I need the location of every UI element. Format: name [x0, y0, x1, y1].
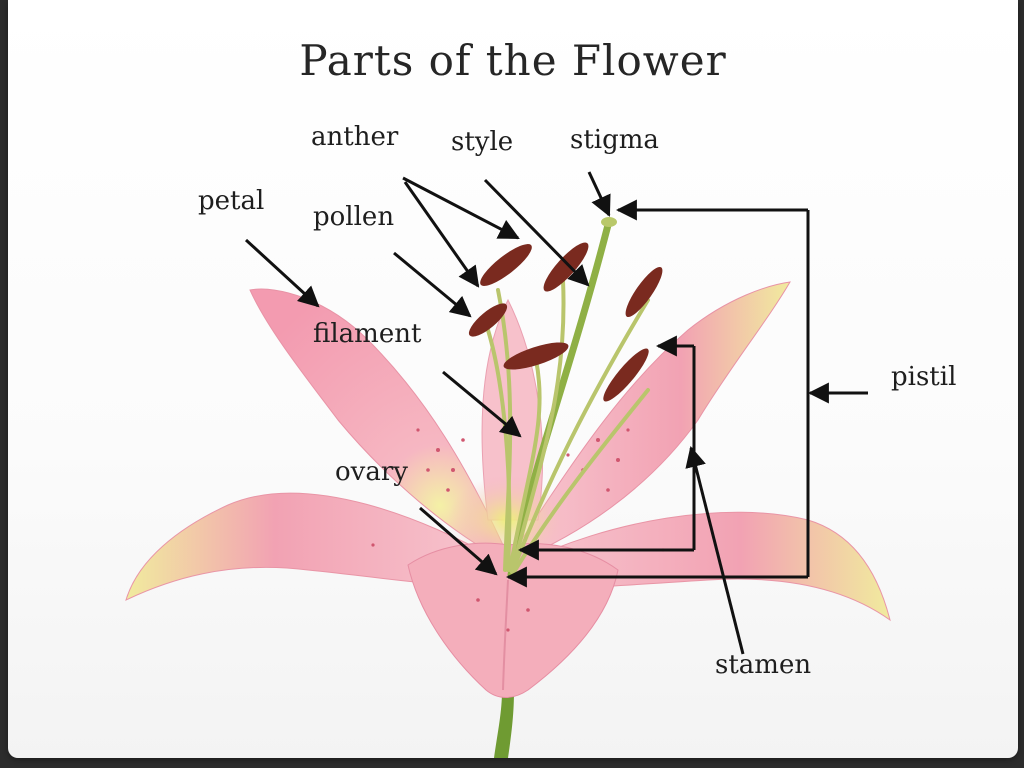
petal-right-upper [517, 281, 791, 561]
petal-right-lower [517, 511, 891, 622]
label-style: style [451, 127, 514, 157]
label-filament: filament [313, 319, 422, 349]
pistil-bracket [505, 199, 868, 588]
petal-left-upper [249, 288, 504, 561]
arrow-stigma [587, 171, 611, 217]
petal-front [407, 542, 619, 698]
arrow-ovary [419, 506, 498, 576]
petal-left-lower [125, 492, 499, 601]
label-ovary: ovary [335, 457, 408, 487]
slide-title: Parts of the Flower [299, 36, 727, 85]
arrow-stamen [685, 445, 745, 655]
label-stigma: stigma [570, 125, 659, 155]
arrow-anther-2 [403, 181, 480, 288]
label-pollen: pollen [313, 202, 395, 232]
arrow-anther-1 [402, 176, 520, 240]
anthers [468, 242, 663, 402]
arrow-style [483, 178, 590, 287]
stem [494, 690, 514, 758]
label-petal: petal [198, 186, 265, 216]
arrow-filament [442, 370, 522, 438]
arrow-petal [244, 238, 320, 308]
stigma [601, 217, 617, 227]
petal-spots [371, 428, 665, 632]
stamen-bracket [517, 335, 696, 561]
slide: Parts of the Flower [8, 0, 1018, 758]
flower-diagram [125, 171, 891, 758]
annotation-arrows [244, 171, 745, 655]
arrow-pollen [393, 251, 472, 318]
label-pistil: pistil [891, 362, 957, 392]
label-stamen: stamen [715, 650, 812, 680]
label-anther: anther [311, 122, 399, 152]
